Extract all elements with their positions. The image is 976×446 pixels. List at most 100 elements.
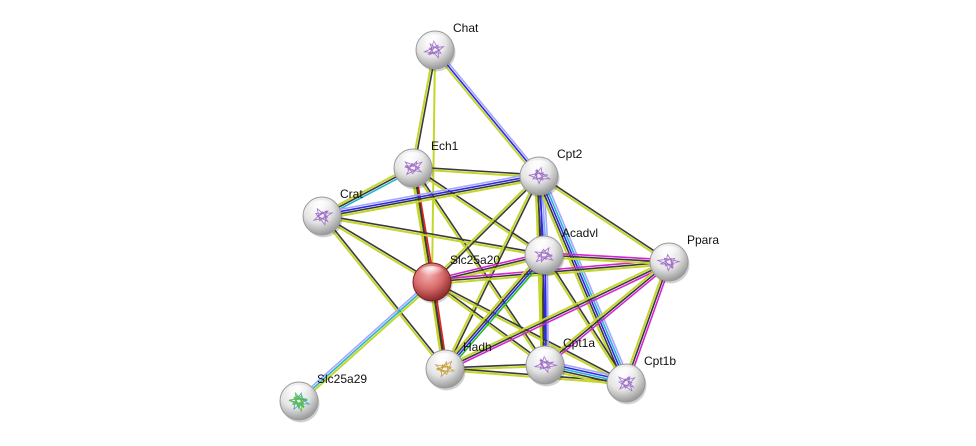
evidence-line-magenta: [627, 262, 672, 385]
evidence-line-textmining: [537, 176, 669, 264]
evidence-line-textmining: [320, 216, 432, 284]
evidence-line-black: [544, 261, 670, 366]
evidence-line-textmining: [534, 177, 623, 386]
edge-slc25a29-slc25a20[interactable]: [296, 279, 435, 404]
evidence-line-textmining: [430, 174, 539, 282]
evidence-line-black: [322, 214, 545, 255]
evidence-line-textmining: [410, 49, 435, 168]
edge-chat-slc25a20[interactable]: [431, 49, 436, 283]
sphere-highlight: [533, 349, 557, 361]
node-ppara[interactable]: Ppara: [649, 233, 719, 284]
node-label: Acadvl: [562, 226, 598, 240]
evidence-line-blue: [538, 175, 627, 384]
evidence-line-lightblue: [296, 279, 432, 400]
node-label: Crat: [340, 187, 363, 201]
evidence-line-black: [445, 176, 541, 370]
edge-ppara-cpt1a[interactable]: [542, 259, 671, 368]
node-label: Hadh: [463, 340, 492, 354]
evidence-line-textmining: [443, 259, 669, 368]
node-acadvl[interactable]: Acadvl: [524, 226, 598, 277]
sphere-highlight: [532, 239, 556, 251]
edge-crat-acadvl[interactable]: [321, 214, 545, 258]
evidence-line-green: [446, 256, 548, 372]
protein-structure-icon: [533, 355, 558, 374]
node-chat[interactable]: Chat: [415, 21, 479, 72]
edge-ech1-acadvl[interactable]: [411, 166, 546, 257]
evidence-line-magenta: [544, 252, 670, 261]
sphere-highlight: [527, 160, 551, 172]
sphere-highlight: [401, 152, 425, 164]
edge-crat-cpt2[interactable]: [321, 171, 540, 221]
node-cpt1b[interactable]: Cpt1b: [606, 354, 676, 405]
sphere-highlight: [310, 200, 334, 212]
edge-ppara-hadh[interactable]: [443, 259, 671, 372]
evidence-line-textmining: [542, 259, 669, 365]
protein-structure-icon: [528, 166, 552, 185]
evidence-line-textmining: [542, 255, 626, 385]
evidence-line-lightblue: [321, 171, 539, 214]
evidence-line-textmining: [441, 252, 543, 368]
node-slc25a20[interactable]: Slc25a20: [412, 253, 500, 304]
edge-cpt2-hadh[interactable]: [443, 175, 541, 370]
sphere-highlight: [657, 246, 681, 258]
node-cpt1a[interactable]: Cpt1a: [525, 336, 595, 387]
node-label: Slc25a29: [317, 372, 367, 386]
sphere-highlight: [433, 353, 457, 365]
sphere-highlight: [614, 367, 638, 379]
sphere-highlight: [420, 266, 444, 278]
edge-acadvl-cpt1b[interactable]: [542, 253, 628, 385]
evidence-line-lightblue: [542, 173, 631, 382]
evidence-line-black: [539, 174, 671, 262]
edge-chat-ech1[interactable]: [410, 49, 437, 169]
evidence-line-magenta: [445, 263, 671, 372]
evidence-line-black: [544, 253, 628, 383]
edge-crat-slc25a20[interactable]: [320, 214, 433, 284]
evidence-line-textmining: [431, 282, 626, 385]
node-ech1[interactable]: Ech1: [393, 139, 459, 190]
sphere-highlight: [423, 34, 447, 46]
edge-acadvl-ppara[interactable]: [543, 252, 670, 266]
evidence-line-lightblue: [436, 48, 542, 176]
protein-structure-icon: [312, 207, 334, 226]
evidence-line-textmining: [411, 168, 544, 257]
protein-structure-icon: [618, 375, 636, 392]
evidence-line-black: [413, 166, 540, 176]
evidence-line-textmining: [622, 260, 668, 383]
edge-ppara-cpt1b[interactable]: [622, 260, 672, 385]
evidence-line-black: [322, 176, 540, 218]
evidence-line-textmining: [432, 263, 670, 286]
evidence-line-black: [536, 176, 625, 385]
evidence-line-cyan: [298, 281, 433, 402]
node-label: Ech1: [431, 139, 459, 153]
evidence-line-cyan: [540, 174, 629, 383]
evidence-line-blue: [434, 49, 540, 177]
evidence-line-black: [444, 261, 670, 370]
edge-crat-hadh[interactable]: [320, 214, 447, 371]
node-label: Slc25a20: [450, 253, 500, 267]
evidence-line-textmining: [322, 178, 540, 221]
evidence-line-magenta: [545, 263, 671, 368]
node-label: Cpt1a: [563, 336, 595, 350]
protein-structure-icon: [533, 246, 554, 264]
edge-cpt2-ppara[interactable]: [537, 174, 671, 264]
evidence-line-black: [322, 214, 447, 369]
node-cpt2[interactable]: Cpt2: [519, 147, 583, 198]
node-slc25a29[interactable]: Slc25a29: [279, 372, 367, 423]
evidence-line-textmining: [431, 49, 436, 283]
evidence-line-textmining: [432, 50, 539, 179]
edge-chat-cpt2[interactable]: [432, 48, 542, 179]
edge-acadvl-hadh[interactable]: [441, 252, 548, 372]
evidence-line-black: [625, 261, 670, 384]
edge-cpt2-slc25a20[interactable]: [430, 174, 541, 284]
protein-structure-icon: [656, 253, 681, 272]
node-label: Cpt1b: [644, 354, 676, 368]
evidence-line-textmining: [299, 282, 435, 404]
edge-cpt2-cpt1b[interactable]: [534, 173, 631, 386]
evidence-line-black: [322, 214, 433, 282]
node-hadh[interactable]: Hadh: [425, 340, 492, 391]
sphere-highlight: [287, 385, 311, 397]
evidence-line-black: [443, 253, 544, 369]
node-crat[interactable]: Crat: [302, 187, 363, 238]
